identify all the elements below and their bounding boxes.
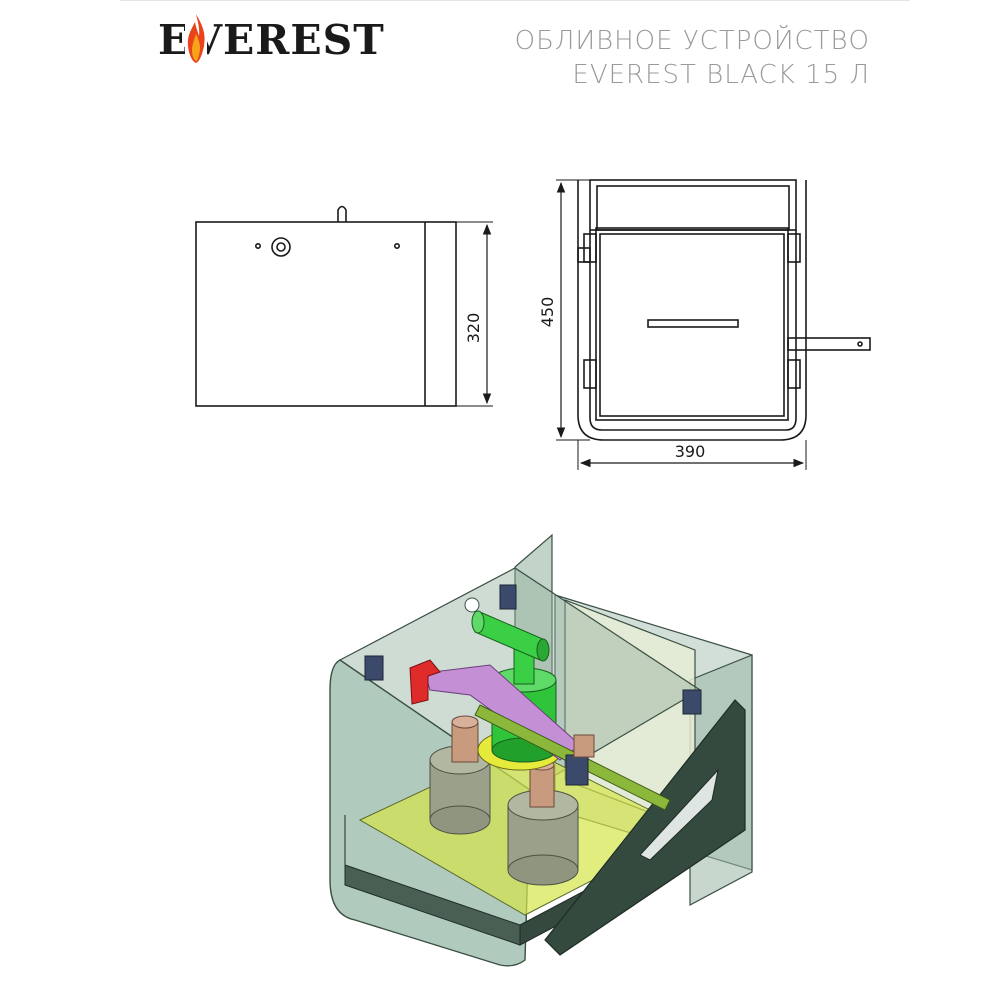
front-view-top-frame (589, 179, 797, 231)
dimension-390: 390 (675, 442, 706, 461)
side-bracket (544, 699, 746, 956)
isometric-view (329, 533, 753, 967)
clip (682, 689, 702, 715)
front-view-slot (647, 319, 739, 328)
side-view-body (195, 221, 457, 407)
dimension-450: 450 (538, 297, 557, 328)
front-view (556, 179, 871, 470)
page-title: ОБЛИВНОЕ УСТРОЙСТВО EVEREST BLACK 15 Л (515, 24, 870, 92)
clip (364, 655, 384, 681)
side-view-fitting (271, 237, 291, 257)
flame-icon (185, 12, 207, 64)
top-divider (120, 0, 910, 1)
everest-logo: EVEREST (158, 10, 384, 70)
clip (499, 584, 517, 610)
front-view-outer-frame (577, 180, 807, 441)
title-line-1: ОБЛИВНОЕ УСТРОЙСТВО (514, 26, 870, 56)
dimension-320: 320 (464, 313, 483, 344)
front-view-body (595, 227, 789, 421)
side-view (195, 205, 493, 407)
side-view-hole (393, 243, 400, 250)
side-view-hole (255, 243, 262, 250)
clip (565, 754, 589, 786)
red-bracket (409, 659, 441, 705)
title-line-2: EVEREST BLACK 15 Л (572, 60, 870, 90)
front-view-rod (787, 337, 871, 351)
side-view-handle (337, 205, 347, 222)
